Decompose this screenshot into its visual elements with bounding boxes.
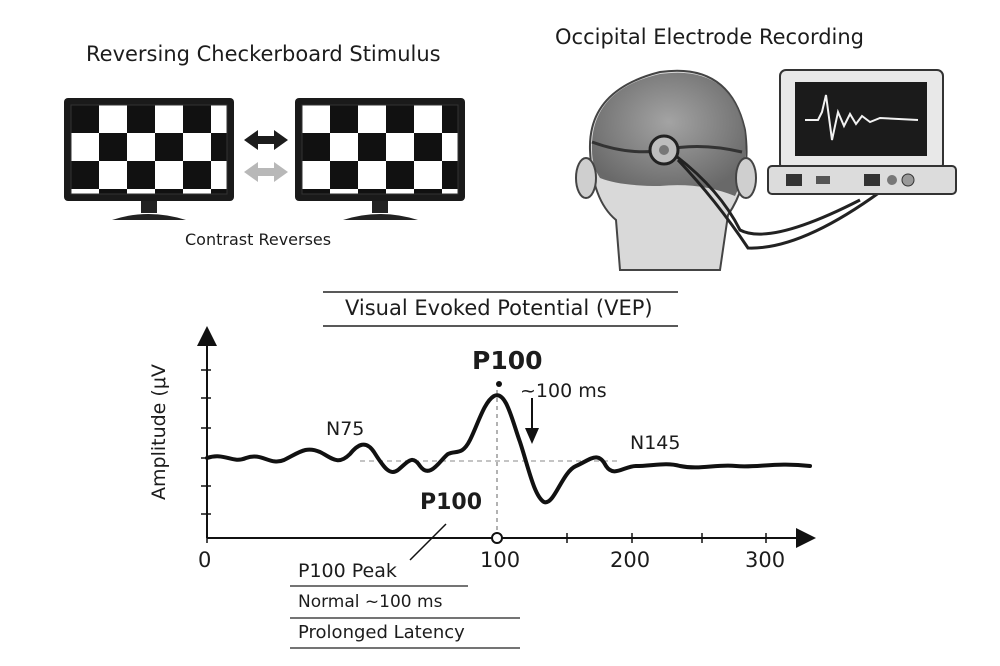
legend-prolonged-label: Prolonged Latency bbox=[298, 622, 465, 643]
checkerboard-monitor-left bbox=[64, 98, 234, 220]
p100-axis-marker bbox=[491, 532, 503, 544]
latency-arrow-icon bbox=[525, 398, 539, 444]
n145-label: N145 bbox=[630, 432, 681, 454]
p100-peak-dot bbox=[496, 381, 502, 387]
vep-chart-title: Visual Evoked Potential (VEP) bbox=[345, 296, 653, 320]
reversal-arrows-icon bbox=[244, 130, 288, 182]
x-tick-label-100: 100 bbox=[480, 548, 521, 572]
checkerboard-monitor-right bbox=[295, 98, 465, 220]
x-tick-label-200: 200 bbox=[610, 548, 651, 572]
peak-latency-label: ~100 ms bbox=[520, 380, 607, 402]
recording-title: Occipital Electrode Recording bbox=[555, 25, 865, 49]
x-tick-label-300: 300 bbox=[745, 548, 786, 572]
x-tick-label-0: 0 bbox=[198, 548, 212, 572]
p100-peak-label: P100 bbox=[472, 346, 543, 375]
stimulus-caption: Contrast Reverses bbox=[185, 230, 332, 249]
peak-pointer-line bbox=[409, 523, 447, 561]
y-axis-label: Amplitude (μV bbox=[148, 364, 170, 500]
vep-waveform bbox=[205, 393, 812, 505]
stimulus-title: Reversing Checkerboard Stimulus bbox=[86, 42, 441, 66]
p100-lower-label: P100 bbox=[420, 490, 483, 515]
legend-normal-label: Normal ~100 ms bbox=[298, 592, 443, 612]
n75-label: N75 bbox=[326, 418, 365, 440]
eeg-monitor-illustration bbox=[767, 69, 957, 195]
legend-peak-label: P100 Peak bbox=[298, 560, 397, 582]
head-with-electrode-illustration bbox=[575, 69, 881, 271]
